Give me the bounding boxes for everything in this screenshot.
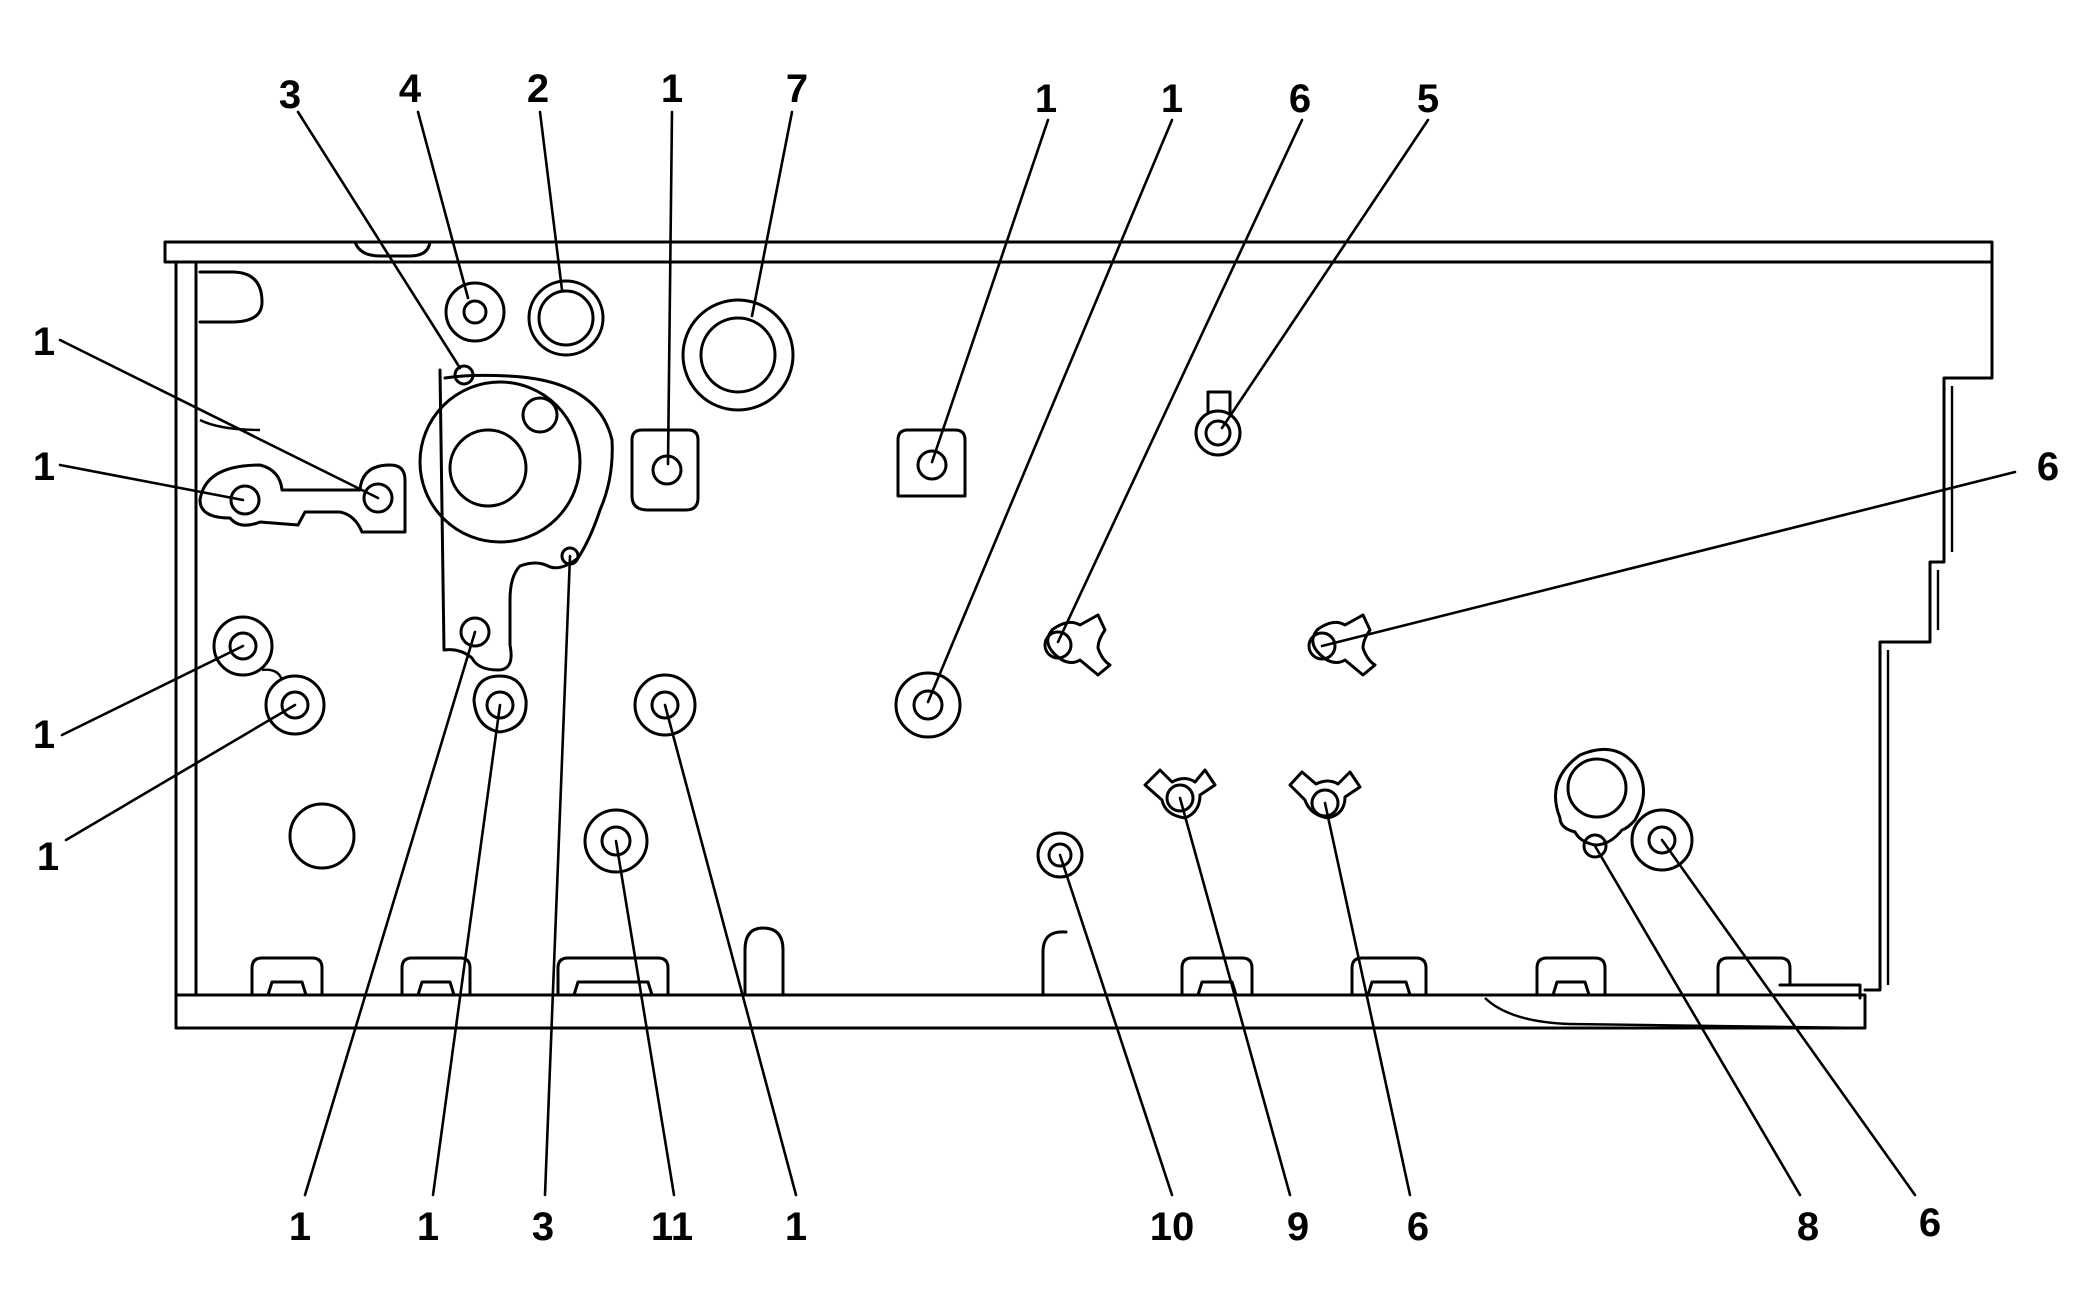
feature-10-boss (1036, 831, 1084, 879)
leader-lines (58, 110, 2017, 1197)
feature-7-bore (681, 298, 795, 412)
callout-11-bottom: 11 (651, 1205, 693, 1249)
callout-1-left-d: 1 (37, 835, 59, 879)
feature-1-square-pad (630, 428, 700, 512)
callout-3-top: 3 (279, 73, 301, 117)
feature-3-plate (418, 364, 614, 672)
feature-6-wing-bolt-b (1307, 613, 1377, 677)
callout-1-top-a: 1 (661, 67, 683, 111)
callout-10-bottom: 10 (1150, 1205, 1195, 1249)
feature-blank-disc (288, 802, 356, 870)
feature-4-bore (444, 281, 506, 343)
callout-4-top: 4 (399, 67, 422, 111)
callout-1-left-c: 1 (33, 713, 55, 757)
feature-1-boss-c (894, 671, 962, 739)
callout-7-top: 7 (786, 67, 808, 111)
callout-1-bottom-c: 1 (785, 1205, 807, 1249)
feature-1-double-boss (212, 615, 326, 736)
feature-5-bolt (1194, 390, 1242, 457)
bottom-clips (250, 926, 1792, 997)
callout-8-bottom: 8 (1797, 1205, 1819, 1249)
feature-1-boss-a (472, 674, 528, 734)
callout-5-top: 5 (1417, 77, 1439, 121)
callout-1-left-b: 1 (33, 445, 55, 489)
feature-1-link-bracket (198, 463, 407, 534)
callout-1-bottom-b: 1 (417, 1205, 439, 1249)
feature-6-wing-bolt-a (1043, 613, 1112, 677)
callout-1-bottom-a: 1 (289, 1205, 311, 1249)
callout-6-bottom-a: 6 (1407, 1205, 1429, 1249)
feature-2-bore (527, 279, 605, 357)
callout-9-bottom: 9 (1287, 1205, 1309, 1249)
feature-11-boss (583, 808, 649, 874)
feature-1-boss-b (633, 673, 697, 737)
callout-6-bottom-b: 6 (1919, 1201, 1941, 1245)
callout-1-top-b: 1 (1035, 77, 1057, 121)
callout-labels: 3 4 2 1 7 1 1 6 5 1 1 6 1 1 1 1 3 11 1 1… (33, 67, 2059, 1249)
callout-6-top: 6 (1289, 77, 1311, 121)
feature-1-square-pad-2 (896, 428, 967, 498)
feature-6-wing-bolt-c (1288, 770, 1362, 820)
callout-2-top: 2 (527, 67, 549, 111)
callout-1-top-c: 1 (1161, 77, 1183, 121)
feature-8-6-assembly (1554, 747, 1694, 872)
left-edge-features (198, 240, 432, 432)
feature-9-wing-bolt (1143, 768, 1217, 820)
callout-1-left-a: 1 (33, 320, 55, 364)
callout-6-right: 6 (2037, 445, 2059, 489)
callout-3-bottom: 3 (532, 1205, 554, 1249)
housing-outline (163, 240, 1994, 1030)
